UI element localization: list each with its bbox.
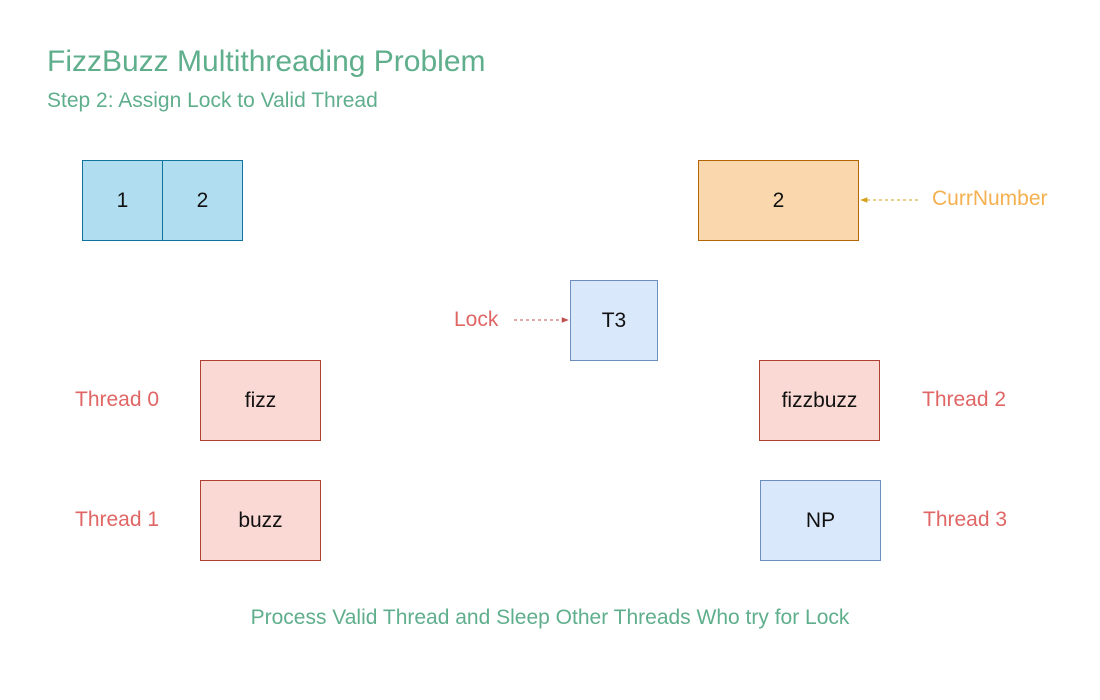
sequence-cell-1: 1 (82, 160, 163, 241)
diagram-title: FizzBuzz Multithreading Problem (47, 45, 486, 78)
lock-holder-box: T3 (570, 280, 658, 361)
current-number-box: 2 (698, 160, 859, 241)
thread-0-box: fizz (200, 360, 321, 441)
lock-label: Lock (454, 308, 499, 331)
thread-1-label: Thread 1 (75, 508, 160, 531)
footer-caption: Process Valid Thread and Sleep Other Thr… (250, 606, 850, 629)
thread-2-label: Thread 2 (922, 388, 1007, 411)
thread-2-box: fizzbuzz (759, 360, 880, 441)
diagram-subtitle: Step 2: Assign Lock to Valid Thread (47, 89, 378, 112)
thread-3-box: NP (760, 480, 881, 561)
thread-1-box: buzz (200, 480, 321, 561)
thread-3-label: Thread 3 (923, 508, 1008, 531)
sequence-cell-2: 2 (162, 160, 243, 241)
current-number-label: CurrNumber (932, 187, 1048, 210)
thread-0-label: Thread 0 (75, 388, 160, 411)
